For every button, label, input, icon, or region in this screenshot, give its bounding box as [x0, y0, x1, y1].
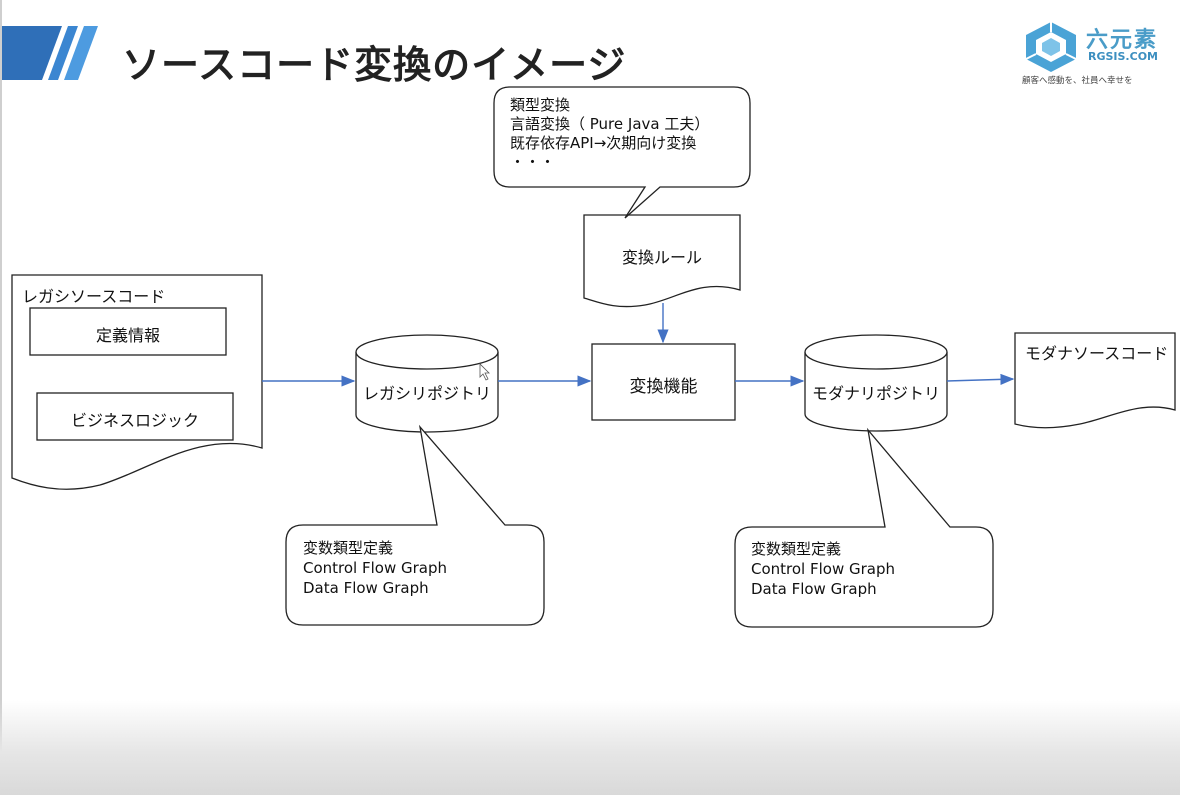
legacy-source-label: レガシソースコード — [22, 287, 166, 306]
rules-callout-text: 類型変換 言語変換（ Pure Java 工夫） 既存依存API→次期向け変換 … — [510, 96, 709, 172]
logo-domain: RGSIS.COM — [1088, 50, 1158, 63]
legacy-callout-line: 変数類型定義 — [303, 539, 394, 557]
conversion-function-box — [591, 343, 736, 421]
legacy-callout-line: Data Flow Graph — [303, 579, 429, 597]
modern-source-label: モダナソースコード — [1025, 344, 1169, 363]
business-logic-label: ビジネスロジック — [70, 411, 199, 430]
conversion-function-label: 変換機能 — [629, 377, 698, 397]
modern-callout-line: Control Flow Graph — [751, 560, 896, 578]
conversion-rules-document — [583, 214, 741, 308]
title-accent-stripe — [0, 26, 98, 80]
rules-callout-line: 既存依存API→次期向け変換 — [510, 134, 697, 152]
definitions-label: 定義情報 — [95, 326, 160, 345]
hexagon-logo-icon — [1025, 22, 1077, 72]
logo-tagline: 顧客へ感動を、社員へ幸せを — [1022, 76, 1133, 86]
company-logo: 六元素 RGSIS.COM 顧客へ感動を、社員へ幸せを — [1016, 18, 1166, 88]
legacy-repository-cylinder — [355, 334, 499, 433]
modern-repository-cylinder — [804, 334, 948, 432]
legacy-callout-text: 変数類型定義 Control Flow Graph Data Flow Grap… — [303, 538, 447, 598]
legacy-callout-bubble — [285, 424, 545, 626]
business-logic-box — [36, 392, 234, 441]
left-edge-divider — [0, 0, 2, 795]
modern-repository-label: モダナリポジトリ — [811, 384, 940, 403]
rules-callout-bubble — [493, 86, 751, 219]
arrow-modern-repo-to-source — [946, 373, 1015, 385]
page-title: ソースコード変換のイメージ — [122, 43, 627, 87]
legacy-source-document — [11, 274, 263, 490]
bottom-fade — [0, 700, 1180, 795]
modern-callout-bubble — [734, 427, 994, 628]
rules-callout-line: ・・・ — [510, 153, 556, 171]
mouse-cursor-icon — [479, 363, 490, 381]
modern-callout-text: 変数類型定義 Control Flow Graph Data Flow Grap… — [751, 539, 895, 599]
modern-callout-line: 変数類型定義 — [751, 540, 842, 558]
rules-callout-line: 類型変換 — [510, 96, 571, 114]
conversion-rules-label: 変換ルール — [621, 248, 702, 267]
legacy-repository-label: レガシリポジトリ — [362, 384, 491, 403]
rules-callout-line: 言語変換（ Pure Java 工夫） — [510, 115, 710, 133]
modern-source-document — [1014, 332, 1176, 429]
logo-name: 六元素 — [1086, 28, 1159, 53]
modern-callout-line: Data Flow Graph — [751, 580, 877, 598]
definitions-box — [29, 307, 227, 356]
legacy-callout-line: Control Flow Graph — [303, 559, 448, 577]
